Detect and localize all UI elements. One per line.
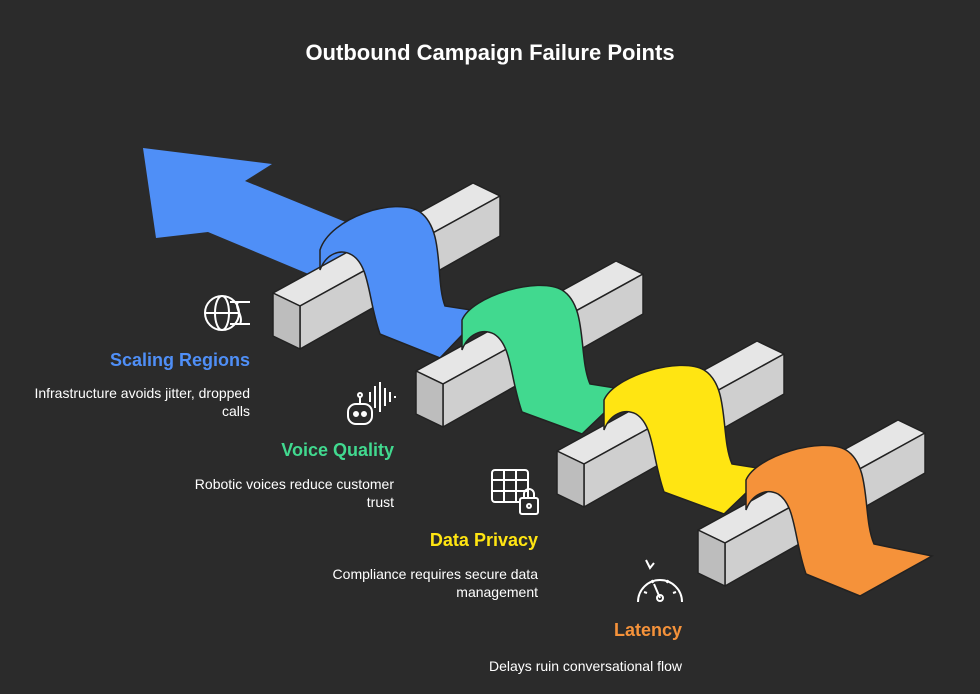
data-privacy-band (603, 364, 772, 515)
globe-network-icon (204, 295, 250, 331)
step-description-latency: Delays ruin conversational flow (489, 658, 682, 674)
step-title-scaling-regions: Scaling Regions (109, 350, 250, 370)
latency-band (745, 444, 935, 597)
scaling-arrow-segment (143, 148, 370, 283)
step-description-data-privacy: Compliance requires secure data manageme… (332, 566, 538, 600)
step-description-scaling-regions: Infrastructure avoids jitter, dropped ca… (34, 385, 250, 419)
speedometer-icon (637, 559, 683, 603)
page-title: Outbound Campaign Failure Points (305, 40, 675, 65)
voice-quality-band (461, 284, 630, 435)
step-description-voice-quality: Robotic voices reduce customer trust (194, 476, 394, 510)
step-title-voice-quality: Voice Quality (281, 440, 394, 460)
scaling-band (319, 205, 486, 359)
step-title-latency: Latency (613, 620, 682, 640)
robot-voice-icon (347, 382, 396, 425)
secure-table-lock-icon (491, 469, 539, 515)
step-title-data-privacy: Data Privacy (429, 530, 538, 550)
